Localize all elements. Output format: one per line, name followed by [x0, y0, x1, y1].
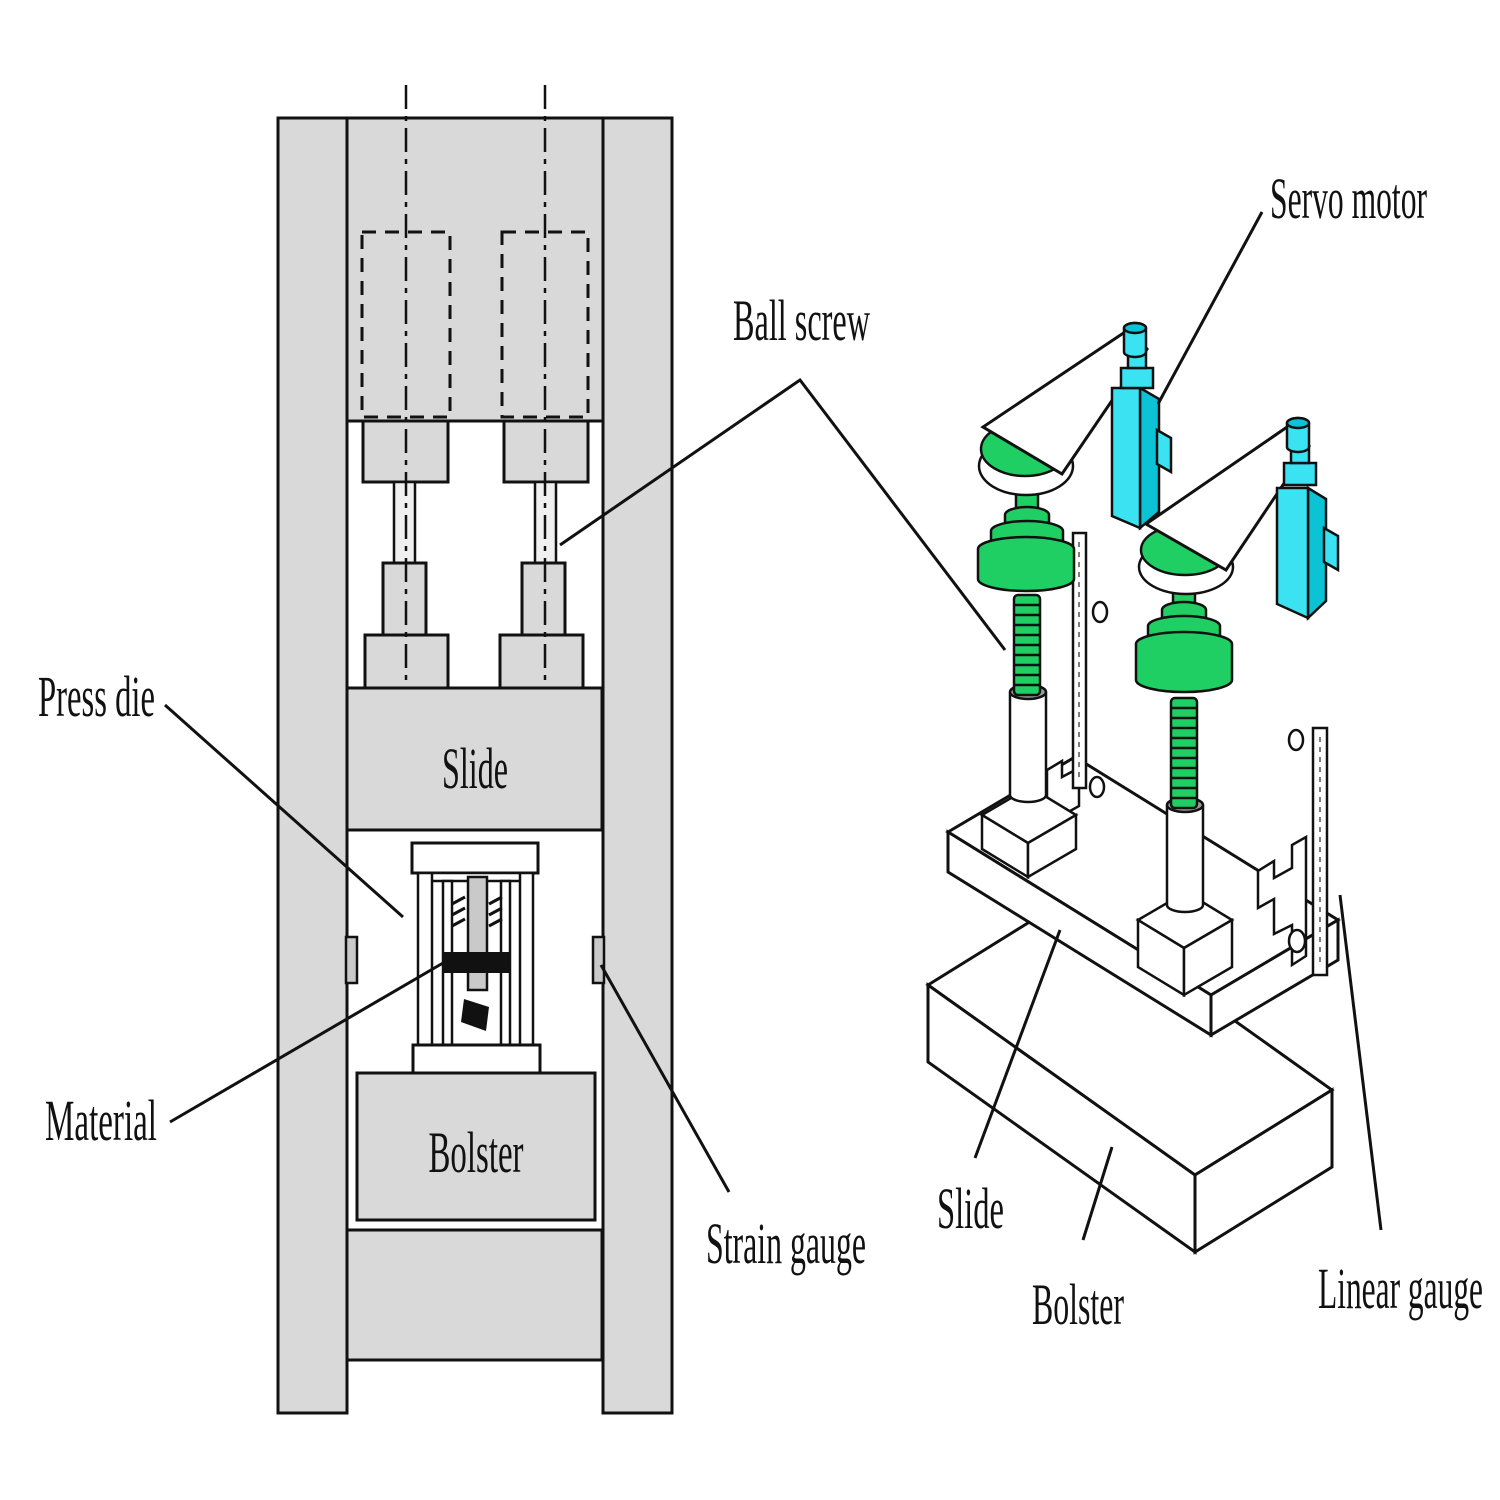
motor-pulley-top	[1285, 416, 1311, 430]
gauge-hole-icon	[1088, 775, 1106, 799]
pulley-stack-left	[976, 487, 1076, 593]
press-crown	[345, 116, 605, 423]
formed-part	[461, 999, 489, 1031]
motor-mount-tab	[1322, 525, 1340, 573]
base-beam	[345, 1228, 604, 1362]
motor-pulley-top	[1122, 321, 1148, 335]
die-guide-post	[416, 871, 434, 1047]
linear-gauge-label: Linear gauge	[1318, 1256, 1483, 1321]
material-strip	[443, 952, 510, 973]
nut-block-right-3d	[1135, 890, 1235, 998]
die-punch	[466, 875, 489, 992]
gauge-hole-icon	[1287, 928, 1307, 954]
nut-body	[1008, 683, 1048, 804]
slide-label-right: Slide	[937, 1176, 1004, 1241]
bolster-label-right: Bolster	[1032, 1272, 1124, 1337]
material-leader	[169, 961, 444, 1124]
servo-motor-left	[1110, 321, 1173, 531]
ball-nut-left	[1008, 683, 1048, 804]
linear-gauge-leader	[1338, 894, 1383, 1231]
slide-leader	[973, 929, 1062, 1159]
bolster-3d	[925, 898, 1335, 1255]
press-die-label: Press die	[38, 664, 155, 729]
strain-gauge-leader	[599, 964, 731, 1193]
ball-screw-label: Ball screw	[733, 288, 870, 353]
bolster-label-left: Bolster	[429, 1120, 524, 1185]
die-spring-icon	[488, 895, 503, 928]
block-side	[1026, 812, 1078, 880]
ball-screw-leader	[559, 377, 1007, 651]
slide-block	[345, 686, 604, 832]
ball-screw-3d-left	[1012, 593, 1042, 697]
linear-gauge-front	[1256, 726, 1329, 977]
pulley-step	[1134, 630, 1234, 694]
press-die-assembly	[410, 841, 542, 1075]
block-side	[1182, 917, 1234, 998]
servo-motor-leader	[1156, 211, 1264, 405]
die-guide-post	[518, 871, 535, 1047]
nut-block-left-3d	[979, 785, 1079, 880]
screw-threads	[1171, 706, 1197, 800]
screw-body	[1169, 696, 1199, 810]
nut-block-wide-right	[498, 633, 585, 690]
die-spring-icon	[451, 895, 466, 928]
gauge-rod	[1071, 531, 1088, 790]
press-column-right	[601, 116, 674, 1415]
press-die-leader	[164, 703, 404, 919]
bolster-block	[355, 1071, 597, 1222]
strain-gauge-right	[591, 935, 606, 985]
screw-threads	[1014, 603, 1040, 687]
press-cross-section: Slide Bolster	[276, 85, 674, 1415]
gauge-hole-icon	[1287, 728, 1305, 752]
slide-3d	[945, 755, 1341, 1038]
gauge-hole-icon	[1091, 600, 1109, 624]
servo-motor-label: Servo motor	[1270, 166, 1427, 231]
motor-front-face	[1275, 486, 1310, 620]
motor-front-face	[1110, 386, 1142, 530]
press-3d-view	[925, 321, 1341, 1255]
labels: Ball screw Press die Material Strain gau…	[38, 166, 1483, 1337]
strain-gauge-left	[344, 935, 359, 985]
bolster-leader	[1081, 1146, 1114, 1241]
ball-screw-3d-right	[1169, 696, 1199, 810]
die-bottom-plate	[411, 1043, 542, 1075]
press-column-left	[276, 116, 349, 1415]
nut-body	[1165, 796, 1205, 914]
motor-flange	[1119, 366, 1155, 390]
ball-screw-shaft-left	[392, 480, 417, 565]
material-label: Material	[45, 1088, 157, 1153]
die-top-plate	[410, 841, 540, 875]
servo-motor-right	[1275, 416, 1340, 621]
nut-block-small-right	[520, 561, 567, 637]
slide-label-left: Slide	[442, 736, 508, 801]
leader-lines	[164, 211, 1383, 1241]
motor-flange	[1282, 461, 1318, 487]
motor-mount-tab	[1155, 427, 1173, 475]
pulley-step	[976, 535, 1076, 593]
hidden-housing-right	[500, 230, 590, 419]
nut-block-small-left	[381, 561, 428, 637]
ball-nut-right	[1165, 796, 1205, 914]
pulley-stack-right	[1134, 588, 1234, 694]
bolster-side-face	[1193, 1087, 1334, 1255]
strain-gauge-label: Strain gauge	[706, 1211, 866, 1276]
